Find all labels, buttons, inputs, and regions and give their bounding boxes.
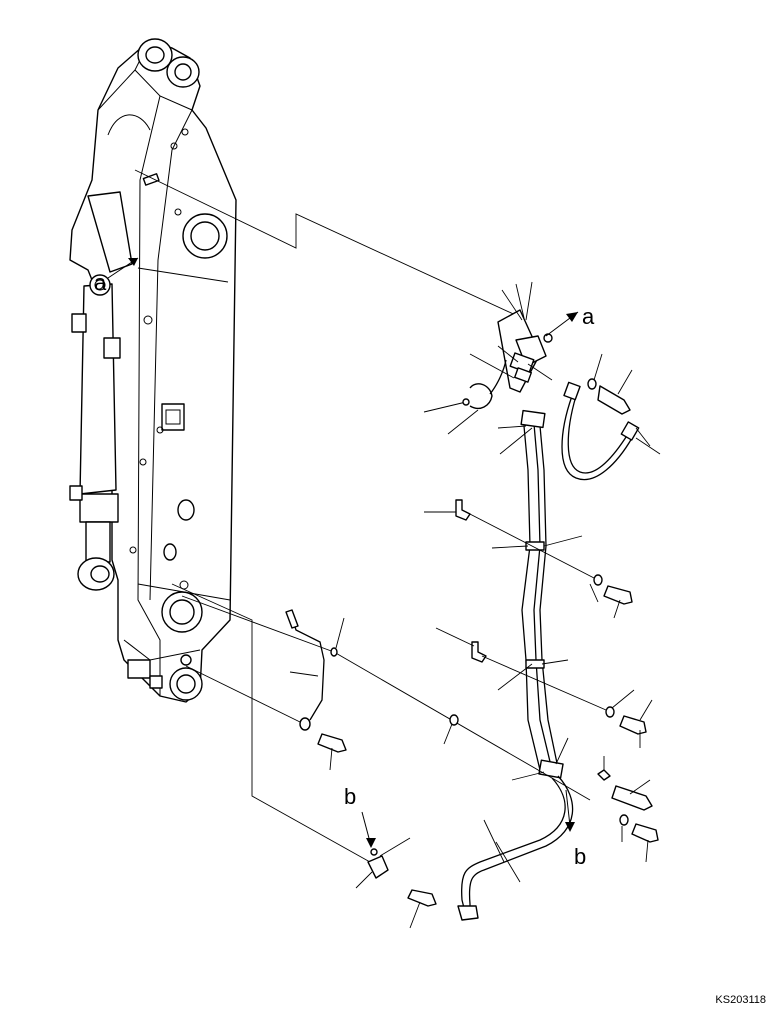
drawing-code: KS203118 [715, 994, 766, 1006]
boom-cylinder [69, 191, 133, 591]
label-b-left: b [344, 784, 356, 809]
short-hose [561, 381, 661, 481]
upper-bracket-assembly [423, 281, 553, 435]
label-b-right: b [574, 844, 586, 869]
washer-bolt-top [587, 353, 633, 415]
long-hose-pair [491, 409, 583, 781]
label-a-left: a [94, 270, 107, 295]
bolt-left [317, 733, 347, 771]
bottom-pipe [457, 775, 574, 921]
bracket-lower [435, 627, 653, 748]
clip-and-bolts-lower [597, 756, 659, 863]
bottom-block [355, 837, 411, 889]
washer-mid [449, 714, 459, 726]
bracket-upper [424, 499, 633, 619]
bolt-bottom [407, 889, 437, 929]
small-pipe-left [285, 609, 345, 731]
label-a-right: a [582, 304, 595, 329]
